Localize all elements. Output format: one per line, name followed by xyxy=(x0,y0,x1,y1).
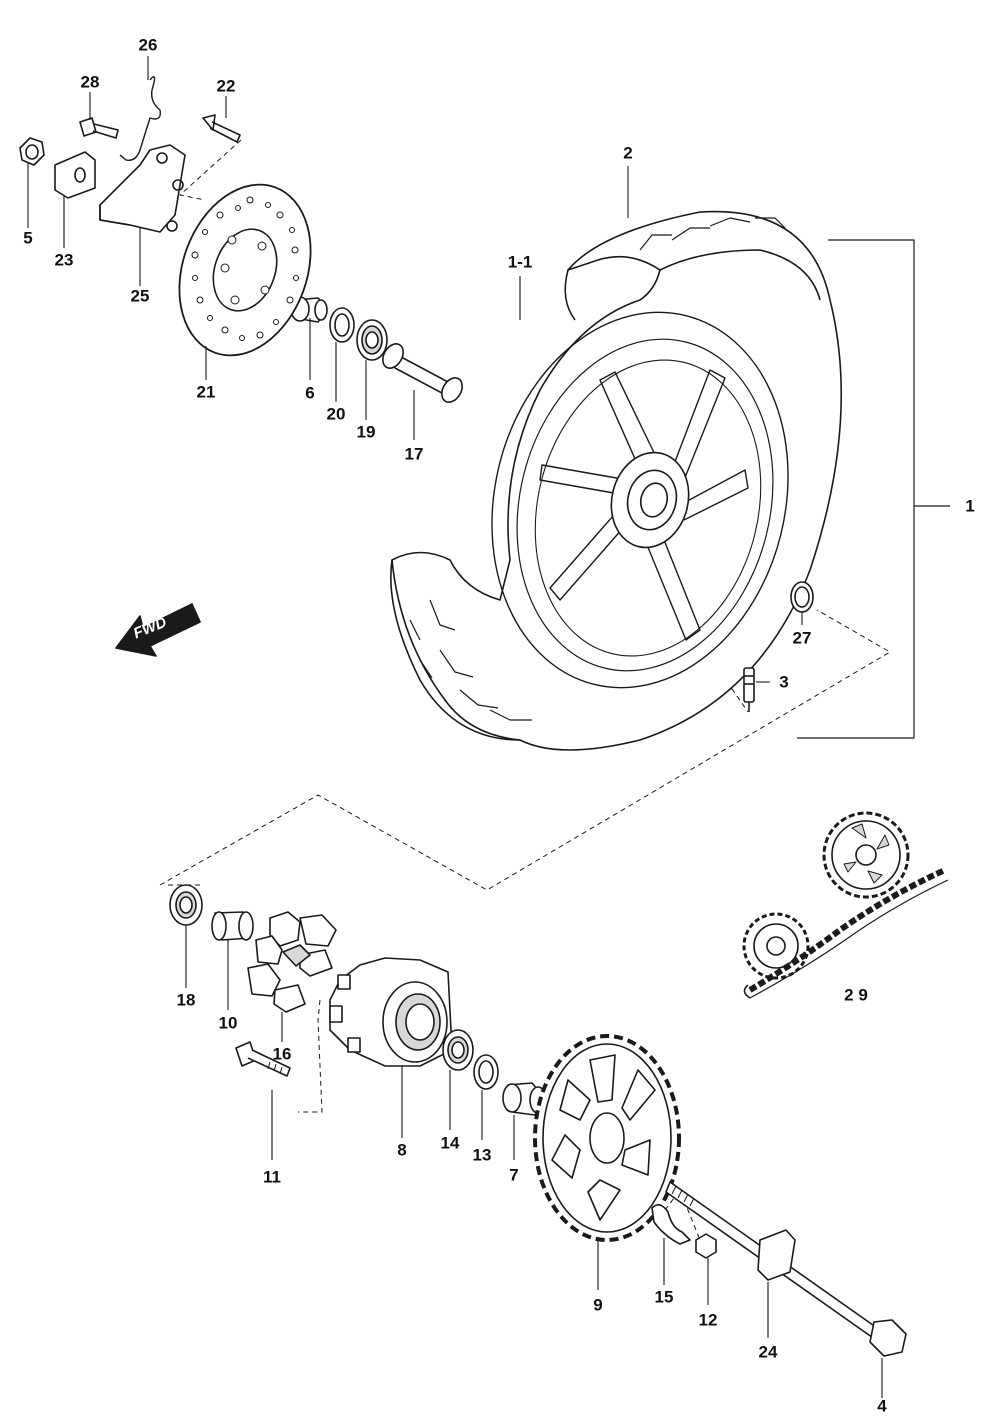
callout-28: 28 xyxy=(80,72,100,92)
leader-lines xyxy=(27,56,883,1398)
callout-29: 2 9 xyxy=(844,985,868,1005)
collar-6 xyxy=(290,296,328,323)
bearing-18 xyxy=(169,884,203,926)
callout-18: 18 xyxy=(176,990,196,1010)
bearing-19 xyxy=(356,319,388,361)
callout-26: 26 xyxy=(138,35,158,55)
callout-3: 3 xyxy=(779,672,789,692)
callout-4: 4 xyxy=(877,1396,887,1416)
callout-19: 19 xyxy=(356,422,376,442)
bearing-14 xyxy=(442,1029,474,1071)
callout-7: 7 xyxy=(509,1165,519,1185)
callout-21: 21 xyxy=(196,382,216,402)
valve-3 xyxy=(743,667,755,712)
wheel-hub-center xyxy=(610,451,690,549)
callout-24: 24 xyxy=(758,1342,778,1362)
circlip-27 xyxy=(790,581,814,613)
wheel-spokes xyxy=(539,369,749,641)
callout-9: 9 xyxy=(593,1295,603,1315)
sprocket-hub-8 xyxy=(329,957,453,1067)
callout-11: 11 xyxy=(263,1167,281,1187)
callout-20: 20 xyxy=(326,404,346,424)
spacer-17 xyxy=(382,343,463,403)
callout-14: 14 xyxy=(440,1133,460,1153)
callout-6: 6 xyxy=(305,383,315,403)
callout-27: 27 xyxy=(792,628,812,648)
callout-8: 8 xyxy=(397,1140,407,1160)
callout-12: 12 xyxy=(698,1310,718,1330)
lock-washer-15 xyxy=(651,1204,691,1245)
callout-1-1: 1-1 xyxy=(507,252,533,272)
damper-set-16 xyxy=(247,911,337,1013)
washer-13 xyxy=(473,1054,499,1090)
callout-15: 15 xyxy=(654,1287,674,1307)
chain-sprocket-set-29 xyxy=(742,811,949,999)
assembly-bracket xyxy=(797,239,950,739)
washer-20 xyxy=(329,307,355,343)
callout-25: 25 xyxy=(130,286,150,306)
bolt-11 xyxy=(235,1041,291,1077)
nut-12 xyxy=(695,1233,717,1259)
screw-22 xyxy=(202,114,241,143)
rear-sprocket-9 xyxy=(533,1034,681,1242)
bolt-28 xyxy=(79,117,119,139)
callout-23: 23 xyxy=(54,250,74,270)
callout-22: 22 xyxy=(216,76,236,96)
nut-5 xyxy=(19,137,45,166)
callout-1: 1 xyxy=(965,496,975,516)
callout-2: 2 xyxy=(623,143,633,163)
caliper-bracket-25 xyxy=(99,144,186,233)
callout-10: 10 xyxy=(218,1013,238,1033)
chain-adjuster-24 xyxy=(757,1229,796,1281)
callout-13: 13 xyxy=(472,1145,492,1165)
stopper-23 xyxy=(54,151,96,199)
callout-17: 17 xyxy=(404,444,424,464)
callout-16: 16 xyxy=(272,1044,292,1064)
brake-disc-21 xyxy=(178,183,312,357)
spring-clip-26 xyxy=(119,76,161,161)
forward-arrow-icon xyxy=(115,603,201,657)
collar-10 xyxy=(211,911,254,941)
callout-5: 5 xyxy=(23,228,33,248)
